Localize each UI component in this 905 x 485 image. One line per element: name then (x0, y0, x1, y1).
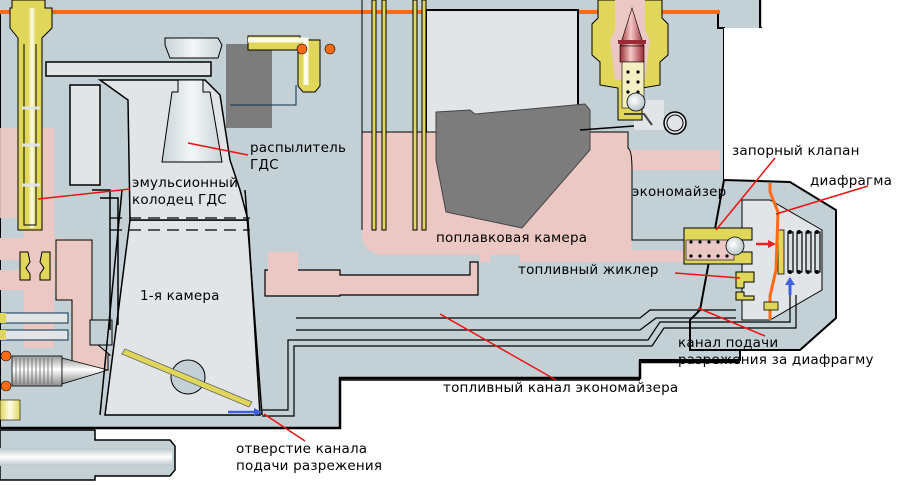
needle-valve (591, 0, 687, 135)
label-vacuum-channel-line2: разрежения за диафрагму (678, 352, 874, 368)
label-vacuum-port: отверстие канала подачи разрежения (236, 441, 382, 475)
chamber-walls (99, 189, 263, 416)
label-sprayer-line2: ГДС (250, 157, 279, 173)
throttle-block (226, 44, 272, 128)
check-ball (725, 236, 745, 256)
label-vacuum-port-line2: подачи разрежения (236, 458, 383, 474)
mixture-screw (11, 355, 63, 387)
label-fuel-jet: топливный жиклер (518, 262, 659, 278)
label-emulsion-well-line1: эмульсионный (132, 175, 239, 191)
chamber-dashes (110, 217, 250, 231)
label-vacuum-channel-diaphragm: канал подачи разрежения за диафрагму (678, 335, 874, 369)
diaphragm (768, 183, 780, 320)
fuel-jet (735, 271, 755, 289)
label-vacuum-channel-line1: канал подачи (678, 335, 779, 351)
label-float-chamber: поплавковая камера (436, 230, 588, 246)
float-lever (579, 125, 635, 131)
leader-economizer-fuel-channel (439, 313, 557, 381)
label-diaphragm: диафрагма (810, 173, 893, 189)
small-diffuser (161, 37, 223, 163)
leader-emulsion-well (37, 188, 131, 200)
leader-diaphragm (775, 185, 869, 215)
throttle-valve (121, 348, 253, 408)
leader-lines (37, 142, 869, 442)
label-economizer-fuel-channel: топливный канал экономайзера (443, 380, 679, 396)
gasket (0, 10, 720, 14)
economizer-housing (683, 178, 837, 351)
label-first-chamber: 1-я камера (140, 288, 220, 304)
label-emulsion-well: эмульсионный колодец ГДС (132, 175, 238, 209)
external-area (640, 0, 905, 485)
leader-fuel-jet (674, 272, 741, 279)
label-sprayer: распылитель ГДС (250, 140, 346, 174)
label-vacuum-port-line1: отверстие канала (236, 441, 368, 457)
label-sprayer-line1: распылитель (250, 140, 347, 156)
idle-channels (0, 189, 176, 481)
air-bleed-jet (230, 35, 336, 106)
emulsion-tube (9, 0, 53, 281)
vent-tubes (361, 0, 427, 231)
leader-shutoff-valve (715, 157, 776, 231)
leader-sprayer (187, 142, 249, 156)
leader-vacuum-port (263, 413, 306, 442)
label-emulsion-well-line2: колодец ГДС (132, 192, 227, 208)
label-shutoff-valve: запорный клапан (732, 143, 860, 159)
label-economizer: экономайзер (632, 184, 727, 200)
leader-vacuum-channel (697, 307, 766, 337)
